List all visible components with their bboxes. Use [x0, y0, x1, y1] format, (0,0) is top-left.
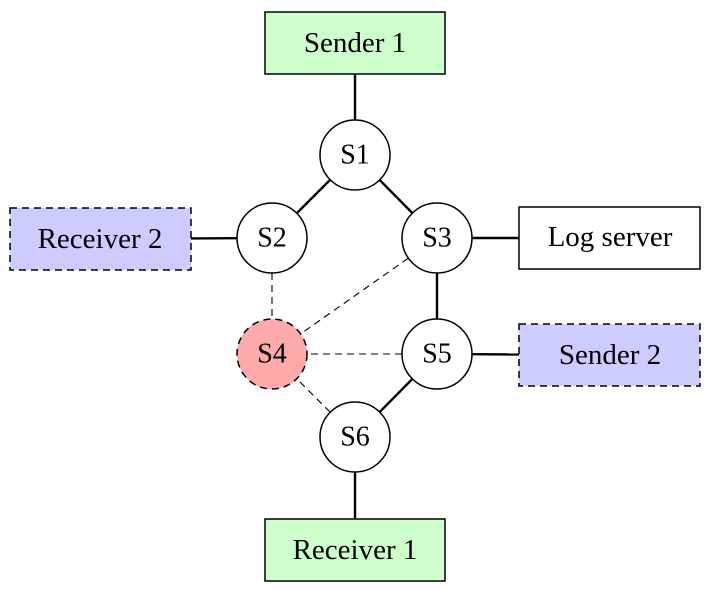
- box-receiver-1-label: Receiver 1: [293, 534, 418, 566]
- links-layer: [190, 74, 520, 519]
- switch-s2-label: S2: [257, 223, 287, 254]
- switch-s1-label: S1: [340, 140, 370, 171]
- switch-s2: S2: [236, 202, 308, 274]
- box-receiver-1: Receiver 1: [264, 518, 446, 582]
- box-receiver-2-label: Receiver 2: [38, 223, 163, 255]
- switch-s6-label: S6: [340, 422, 370, 453]
- switch-s4-label: S4: [257, 339, 287, 370]
- switch-s6: S6: [319, 401, 391, 473]
- box-log-server-label: Log server: [548, 221, 673, 253]
- box-log-server: Log server: [518, 206, 701, 270]
- switch-s1: S1: [319, 119, 391, 191]
- switch-s3: S3: [401, 202, 473, 274]
- link-s5-s6: [378, 378, 414, 413]
- box-receiver-2: Receiver 2: [9, 207, 192, 271]
- switch-s3-label: S3: [422, 223, 452, 254]
- link-s1-s3: [378, 179, 414, 214]
- box-sender-1-label: Sender 1: [304, 27, 406, 59]
- switch-s5: S5: [401, 318, 473, 390]
- box-sender-1: Sender 1: [264, 11, 446, 75]
- link-s3-s4: [300, 257, 409, 335]
- link-s1-s2: [295, 178, 332, 215]
- switch-s5-label: S5: [422, 339, 452, 370]
- switch-s4: S4: [236, 318, 308, 390]
- box-sender-2-label: Sender 2: [559, 339, 661, 371]
- link-s6-s4: [296, 378, 331, 413]
- box-sender-2: Sender 2: [518, 323, 701, 387]
